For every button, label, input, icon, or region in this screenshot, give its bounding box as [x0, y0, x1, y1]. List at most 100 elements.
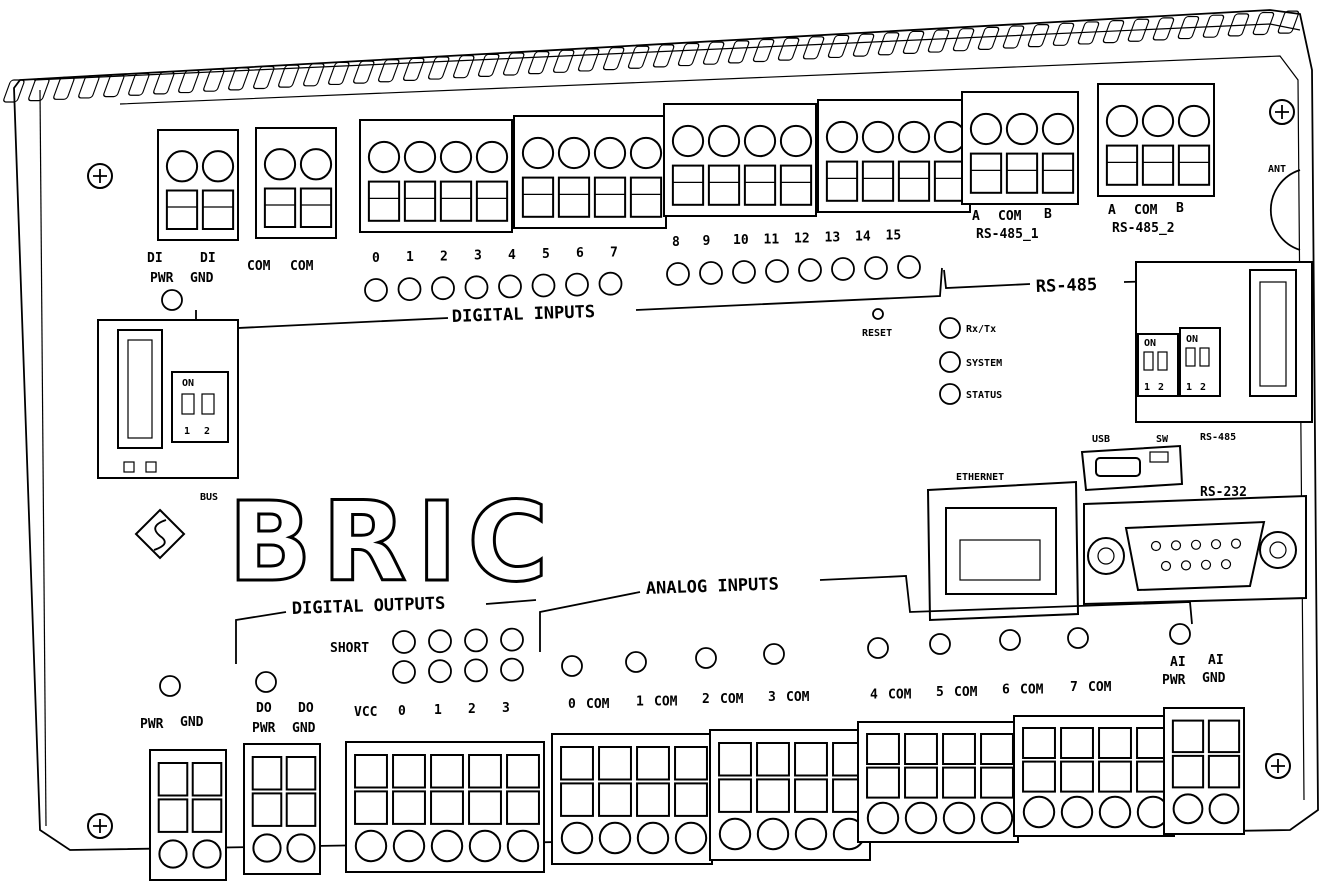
terminal-ai-4-5[interactable]: [857, 721, 1019, 843]
ai-led: [561, 655, 583, 677]
di-led: [364, 278, 388, 302]
do-channel-label: VCC: [354, 705, 377, 720]
di-pwr-label: PWR: [150, 271, 174, 286]
terminal-di-power[interactable]: [157, 129, 239, 241]
digital-outputs-bracket: [235, 599, 537, 664]
vent-slot: [178, 69, 200, 94]
vent-slot: [827, 34, 850, 59]
status-led: [939, 383, 961, 405]
rs485-termination-dip[interactable]: ON 1 2: [1137, 333, 1179, 397]
vent-slot: [702, 41, 725, 65]
terminal-di-12-15[interactable]: [817, 99, 971, 213]
terminal-do[interactable]: [345, 741, 545, 873]
sw-dip-switch[interactable]: ON 1 2: [1179, 327, 1221, 397]
top-terminal-blocks: [157, 83, 1215, 241]
do-pwr-label: PWR: [252, 721, 276, 736]
rs232-port[interactable]: RS-232: [1083, 485, 1307, 606]
vent-slot: [128, 72, 150, 96]
bus-dip-switch[interactable]: ON 1 2: [171, 371, 229, 443]
rs485-2-pin-com: COM: [1134, 203, 1158, 218]
ai-channel-label: 7: [1070, 680, 1078, 695]
di-led: [431, 276, 455, 301]
di-led: [464, 275, 489, 300]
dip-position-1: 1: [1144, 382, 1150, 393]
dip-on-label: ON: [182, 378, 194, 389]
terminal-di-0-3[interactable]: [359, 119, 513, 233]
ethernet-port[interactable]: ETHERNET: [926, 472, 1080, 622]
di-channel-label: 9: [703, 234, 711, 249]
digital-input-leds: [364, 255, 921, 302]
ai-com-label: COM: [1088, 680, 1112, 695]
do-pwr-label-top: DO: [256, 701, 272, 716]
vent-slot: [1077, 21, 1100, 45]
terminal-di-4-7[interactable]: [513, 115, 667, 229]
vent-slot: [752, 38, 775, 63]
vent-slot: [602, 46, 625, 71]
di-led: [864, 256, 888, 280]
ai-channel-label: 3: [768, 690, 776, 705]
rs485-1-pin-b: B: [1044, 207, 1052, 222]
di-channel-label: 5: [542, 247, 550, 262]
vent-slot: [228, 67, 250, 91]
terminal-rs485-1[interactable]: [961, 91, 1079, 205]
terminal-ai-power[interactable]: [1163, 707, 1245, 835]
status-leds: Rx/Tx SYSTEM STATUS: [939, 317, 1002, 405]
ai-led: [999, 629, 1021, 651]
bric-logo-text: BRIC: [228, 478, 558, 606]
db9-pin: [1210, 539, 1222, 550]
vent-slot: [952, 28, 975, 52]
terminal-power[interactable]: [149, 749, 227, 881]
vent-slot: [452, 55, 475, 79]
terminal-ai-2-3[interactable]: [709, 729, 871, 861]
db9-pin: [1180, 560, 1192, 571]
ai-com-label: COM: [654, 695, 678, 710]
terminal-ai-6-7[interactable]: [1013, 715, 1175, 837]
terminal-rs485-2[interactable]: [1097, 83, 1215, 197]
antenna-label: ANT: [1268, 164, 1286, 175]
vent-slot: [1002, 25, 1025, 49]
di-channel-label: 10: [733, 233, 749, 248]
terminal-do-power[interactable]: [243, 743, 321, 875]
dip-position-2: 2: [1200, 382, 1206, 393]
vent-slot: [1052, 22, 1075, 46]
device-housing: [3, 9, 1319, 851]
usb-port[interactable]: [1080, 444, 1184, 492]
rxtx-label: Rx/Tx: [966, 324, 996, 335]
terminal-di-8-11[interactable]: [663, 103, 817, 217]
ai-led: [625, 651, 647, 673]
do-short-led: [428, 629, 452, 654]
di-channel-label: 11: [764, 232, 780, 247]
rs485-group-title: RS-485: [1035, 275, 1097, 297]
vent-slot: [3, 79, 25, 103]
screw-icon: [1269, 99, 1295, 125]
terminal-ai-0-1[interactable]: [551, 733, 713, 865]
do-led: [428, 659, 452, 684]
vent-slot: [1227, 13, 1250, 37]
screw-icon: [87, 163, 113, 189]
terminal-di-com[interactable]: [255, 127, 337, 239]
reset-button[interactable]: RESET: [862, 308, 892, 339]
vent-slot: [802, 36, 825, 60]
analog-input-leds: [561, 627, 1089, 677]
di-channel-label: 8: [672, 235, 680, 250]
di-led: [565, 272, 589, 297]
vent-slot: [28, 78, 50, 102]
pwr-label: PWR: [140, 717, 164, 732]
di-led: [666, 262, 690, 286]
rs485-2-pin-a: A: [1108, 203, 1116, 218]
right-side-ports: ON 1 2 ON 1 2 USB SW RS-485: [1092, 261, 1313, 445]
di-channel-label: 13: [825, 231, 841, 246]
bric-logo: BRIC: [134, 477, 558, 608]
di-channel-label: 6: [576, 246, 584, 261]
analog-inputs-bracket: [539, 575, 1193, 652]
usb-label: USB: [1092, 434, 1110, 445]
vent-slot: [1152, 17, 1175, 41]
di-channel-label: 4: [508, 248, 516, 263]
reset-label: RESET: [862, 328, 892, 339]
do-channel-label: 3: [502, 701, 510, 716]
di-led: [531, 273, 556, 298]
ai-pwr-label: PWR: [1162, 673, 1186, 688]
di-led: [831, 257, 855, 281]
